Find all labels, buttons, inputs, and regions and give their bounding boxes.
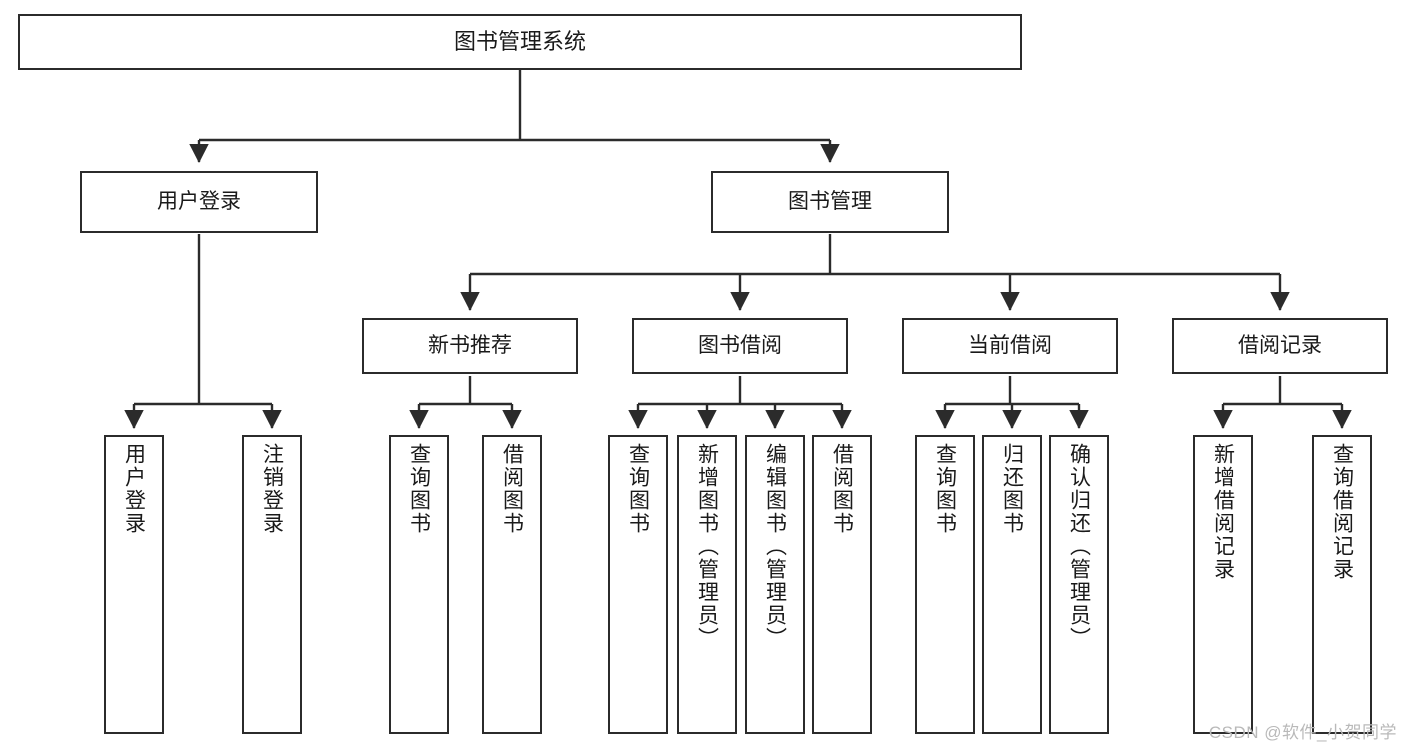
leaf-borrow-add-book[interactable]: 新增图书（管理员）	[677, 435, 737, 734]
node-label: 图书管理	[788, 189, 872, 213]
node-label: 查询图书	[626, 443, 650, 535]
node-label: 新增图书（管理员）	[695, 443, 719, 650]
csdn-watermark: CSDN @软件_小贺同学	[1208, 723, 1397, 742]
node-label: 借阅图书	[830, 443, 854, 535]
node-label: 注销登录	[260, 443, 284, 535]
node-new-book-recommend[interactable]: 新书推荐	[362, 318, 578, 374]
node-label: 编辑图书（管理员）	[763, 443, 787, 650]
leaf-borrow-borrow-book[interactable]: 借阅图书	[812, 435, 872, 734]
leaf-recommend-query-book[interactable]: 查询图书	[389, 435, 449, 734]
node-label: 用户登录	[122, 443, 146, 535]
node-current-borrow[interactable]: 当前借阅	[902, 318, 1118, 374]
node-root-system[interactable]: 图书管理系统	[18, 14, 1022, 70]
node-label: 查询图书	[933, 443, 957, 535]
node-book-borrow[interactable]: 图书借阅	[632, 318, 848, 374]
node-label: 借阅记录	[1238, 333, 1322, 357]
node-label: 图书管理系统	[453, 29, 586, 55]
node-label: 查询图书	[407, 443, 431, 535]
node-book-management[interactable]: 图书管理	[711, 171, 949, 233]
node-label: 用户登录	[157, 189, 241, 213]
node-user-login[interactable]: 用户登录	[80, 171, 318, 233]
node-label: 新书推荐	[428, 333, 512, 357]
leaf-record-add-record[interactable]: 新增借阅记录	[1193, 435, 1253, 734]
leaf-recommend-borrow-book[interactable]: 借阅图书	[482, 435, 542, 734]
leaf-user-login-login[interactable]: 用户登录	[104, 435, 164, 734]
leaf-borrow-edit-book[interactable]: 编辑图书（管理员）	[745, 435, 805, 734]
node-borrow-record[interactable]: 借阅记录	[1172, 318, 1388, 374]
leaf-current-confirm-return[interactable]: 确认归还（管理员）	[1049, 435, 1109, 734]
node-label: 归还图书	[1000, 443, 1024, 535]
leaf-current-return-book[interactable]: 归还图书	[982, 435, 1042, 734]
leaf-record-query-record[interactable]: 查询借阅记录	[1312, 435, 1372, 734]
node-label: 借阅图书	[500, 443, 524, 535]
leaf-current-query-book[interactable]: 查询图书	[915, 435, 975, 734]
node-label: 确认归还（管理员）	[1067, 443, 1091, 650]
node-label: 图书借阅	[698, 333, 782, 357]
node-label: 当前借阅	[968, 333, 1052, 357]
leaf-borrow-query-book[interactable]: 查询图书	[608, 435, 668, 734]
node-label: 查询借阅记录	[1330, 443, 1354, 581]
node-label: 新增借阅记录	[1211, 443, 1235, 581]
leaf-user-login-logout[interactable]: 注销登录	[242, 435, 302, 734]
